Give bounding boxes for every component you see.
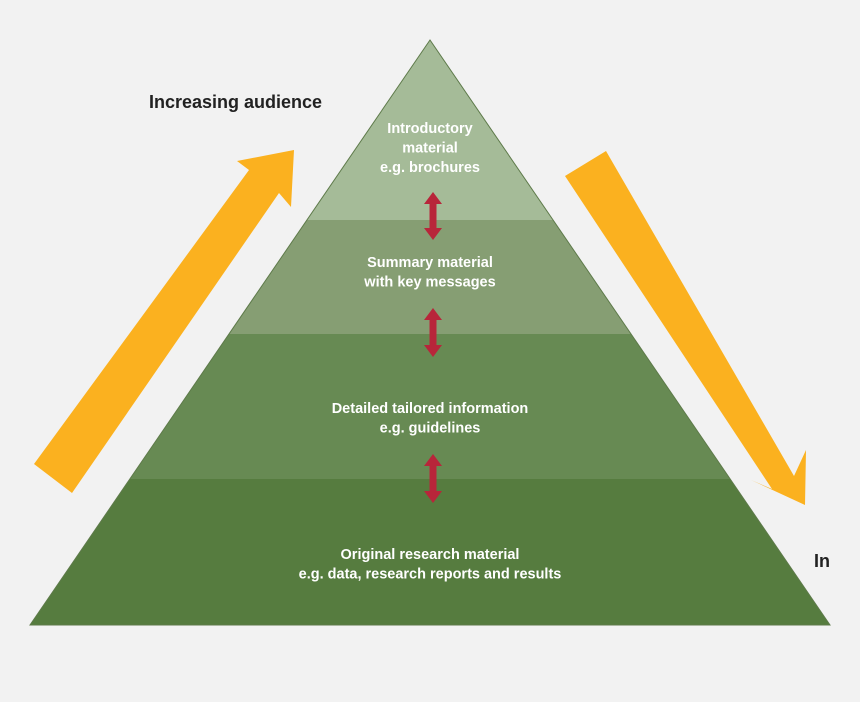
tier-detailed-text-line: e.g. guidelines [380, 421, 481, 437]
tier-labels: Introductory material e.g. brochuresSummar… [299, 121, 562, 583]
tier-original-text: Original research material e.g. data, res… [299, 547, 562, 583]
tier-introductory-text: Introductory material e.g. brochures [380, 121, 480, 176]
tier-original-text-line: Original research material [341, 547, 520, 563]
connector-arrows [424, 192, 442, 503]
increasing-audience-arrow [34, 150, 294, 493]
pyramid-outline [29, 39, 831, 626]
tier-summary-text-line: Summary material [367, 255, 493, 271]
tier-original-text-line: e.g. data, research reports and results [299, 567, 562, 583]
double-arrow-icon [424, 454, 442, 503]
tier-original [30, 479, 830, 625]
tier-introductory-text-line: material [402, 141, 458, 157]
right-side-label: In [814, 551, 830, 571]
decreasing-arrow-right [565, 151, 806, 505]
double-arrow-icon [424, 192, 442, 240]
double-arrow-icon [424, 308, 442, 357]
tier-summary-text-line: with key messages [363, 275, 495, 291]
tier-summary-text: Summary material with key messages [363, 255, 495, 291]
tier-introductory-text-line: e.g. brochures [380, 160, 480, 176]
tier-detailed-text-line: Detailed tailored information [332, 401, 529, 417]
increasing-audience-label: Increasing audience [149, 92, 323, 112]
tier-introductory-text-line: Introductory [387, 121, 472, 137]
tier-detailed-text: Detailed tailored information e.g. guidel… [332, 401, 529, 437]
